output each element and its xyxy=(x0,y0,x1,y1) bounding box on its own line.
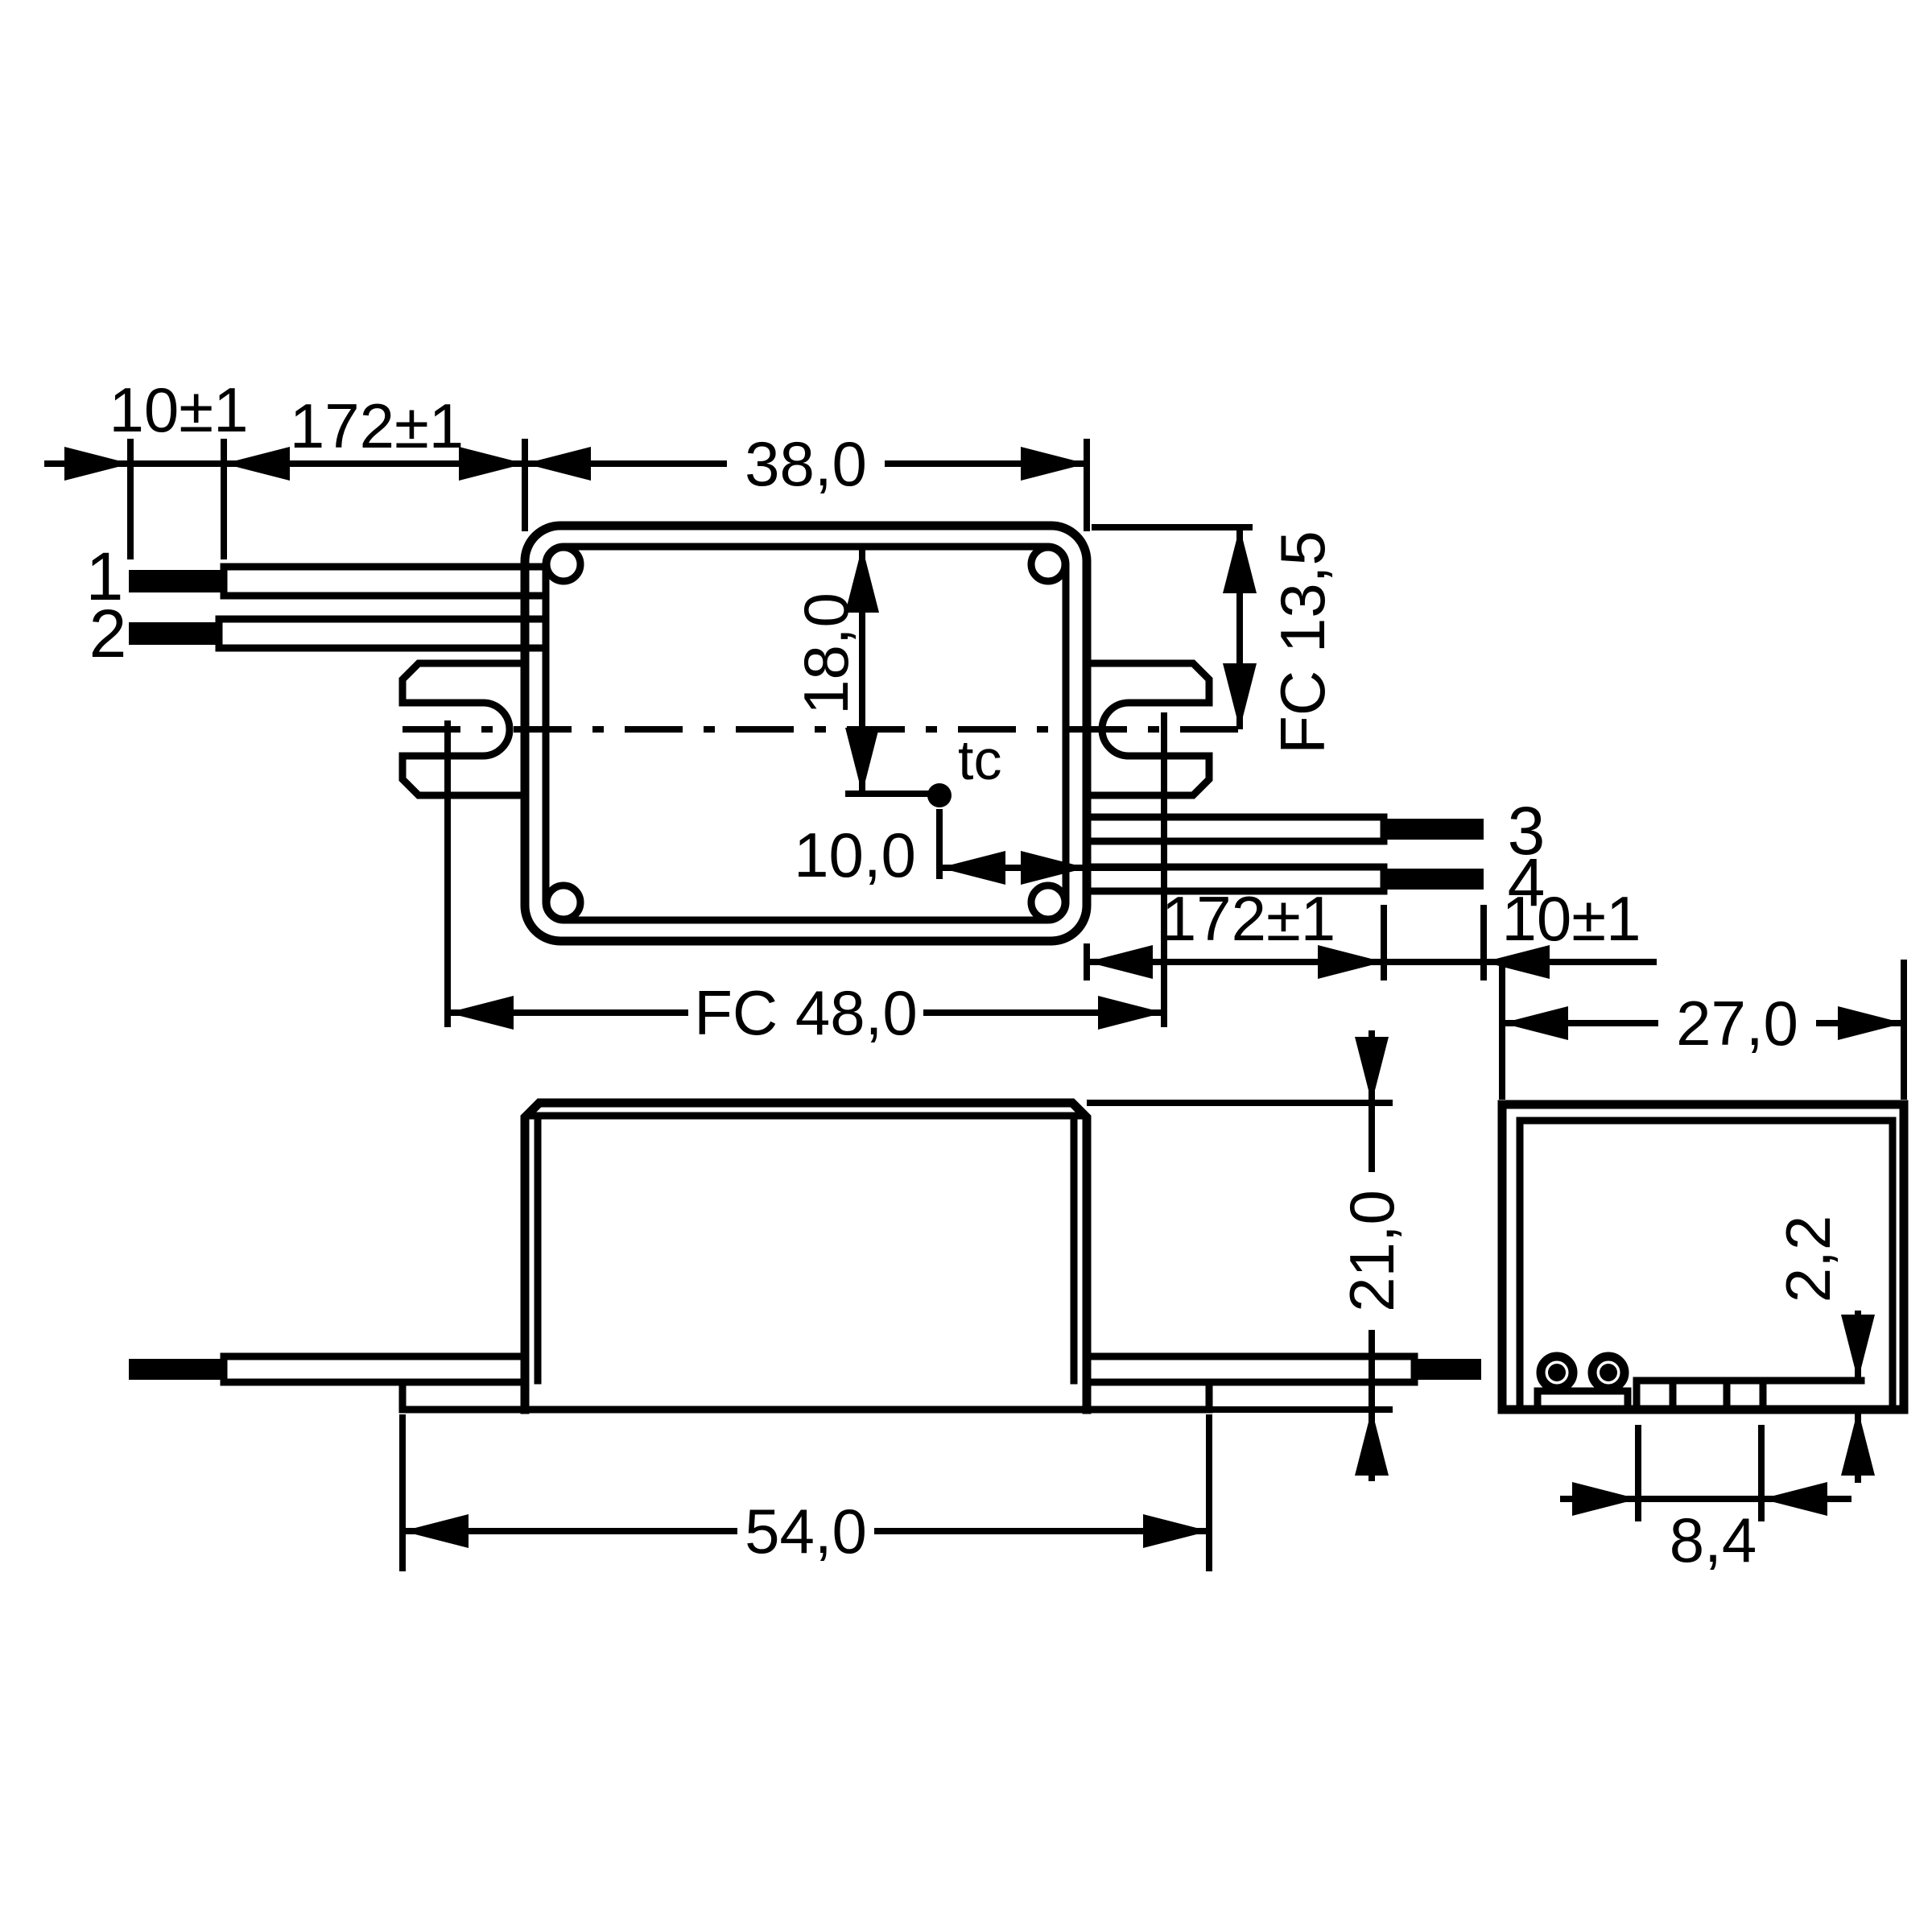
tc-point: tc xyxy=(845,729,1001,879)
dim-label-fc-centers: FC 48,0 xyxy=(694,977,917,1048)
end-inner-wall xyxy=(1516,1117,1897,1414)
dim-label-tc-from-top: 18,0 xyxy=(791,592,861,715)
arrowhead xyxy=(1143,1514,1209,1548)
body-outline-side xyxy=(520,1098,1092,1414)
wire-core-right xyxy=(1600,1364,1617,1381)
side-wire-left xyxy=(129,1352,529,1386)
corner-boss-bottom-right xyxy=(1027,881,1069,923)
arrowhead xyxy=(1355,1037,1389,1103)
arrowhead xyxy=(1572,1482,1638,1516)
wire-1-label: 1 xyxy=(86,539,124,614)
wire-3: 3 xyxy=(1084,793,1546,869)
arrowhead xyxy=(1838,1006,1904,1040)
wire-core-left xyxy=(1548,1364,1566,1381)
wire-4-stripped-tip xyxy=(1384,869,1484,890)
side-wire-left-tip xyxy=(129,1359,224,1380)
body-outer-outline xyxy=(520,521,1092,946)
wire-4: 4 xyxy=(1084,844,1546,920)
arrowhead xyxy=(1223,663,1257,729)
side-wire-right-insulation xyxy=(1083,1352,1418,1386)
dim-label-strip-right: 10±1 xyxy=(1502,883,1641,954)
arrowhead xyxy=(1841,1410,1875,1476)
arrowhead xyxy=(402,1514,469,1548)
arrowhead xyxy=(224,447,290,481)
body-inner-outline xyxy=(542,543,1070,924)
mounting-tab-left xyxy=(398,659,529,799)
arrowhead xyxy=(1021,851,1087,885)
side-wire-left-insulation xyxy=(220,1352,529,1386)
dim-label-lead-left: 172±1 xyxy=(290,390,464,461)
side-view: 21,0 54,0 xyxy=(129,1030,1481,1571)
dim-label-flange-length: 54,0 xyxy=(745,1496,867,1567)
side-wire-right-tip xyxy=(1414,1359,1481,1380)
tc-label: tc xyxy=(958,729,1001,791)
dim-label-lead-right: 172±1 xyxy=(1162,883,1335,954)
end-view: 27,0 2,2 8,4 xyxy=(1497,960,1909,1575)
side-wire-right xyxy=(1083,1352,1481,1386)
dim-row-right-wires: 172±1 10±1 xyxy=(1084,883,1657,980)
arrowhead xyxy=(1484,945,1550,979)
device-body-side xyxy=(398,1098,1213,1414)
device-body-top xyxy=(520,521,1092,946)
arrowhead xyxy=(1841,1315,1875,1381)
corner-boss-top-right xyxy=(1027,543,1069,585)
arrowhead xyxy=(845,547,879,613)
wire-2-insulation xyxy=(215,615,545,652)
corner-boss-top-left xyxy=(543,543,584,585)
wire-1-stripped-tip xyxy=(129,570,224,592)
top-view: 1 2 3 4 tc xyxy=(44,374,1657,1048)
wire-1-insulation xyxy=(220,563,545,600)
terminal-block xyxy=(1633,1377,1767,1414)
dim-terminal-step-height: 2,2 xyxy=(1773,1216,1875,1483)
dim-label-body-width: 38,0 xyxy=(745,428,867,499)
dim-fc-height: FC 13,5 xyxy=(1092,524,1338,754)
wire-1: 1 xyxy=(86,539,545,614)
dim-end-width: 27,0 xyxy=(1499,960,1907,1100)
dim-label-tc-from-right: 10,0 xyxy=(794,819,916,890)
arrowhead xyxy=(1502,1006,1568,1040)
arrowhead xyxy=(1355,1410,1389,1476)
dim-label-terminal-step-height: 2,2 xyxy=(1773,1216,1843,1302)
arrowhead xyxy=(1761,1482,1827,1516)
dim-fc-centers: FC 48,0 xyxy=(444,712,1167,1048)
wire-3-label: 3 xyxy=(1508,793,1546,869)
arrowhead xyxy=(448,996,514,1030)
arrowhead xyxy=(845,728,879,794)
wire-2-stripped-tip xyxy=(129,622,219,645)
dim-label-terminal-block-width: 8,4 xyxy=(1670,1505,1757,1575)
arrowhead xyxy=(1223,527,1257,593)
end-outline xyxy=(1497,1100,1909,1414)
dim-row-top: 10±1 172±1 38,0 xyxy=(44,374,1090,559)
dim-tc-from-top: 18,0 xyxy=(791,547,879,794)
wire-3-insulation xyxy=(1084,813,1388,845)
wire-2: 2 xyxy=(89,596,545,671)
arrowhead xyxy=(525,447,591,481)
tc-dot xyxy=(927,783,952,807)
dim-label-fc-height: FC 13,5 xyxy=(1267,530,1338,753)
dim-label-strip-left: 10±1 xyxy=(109,374,249,445)
dim-height: 21,0 xyxy=(1087,1030,1407,1481)
dim-label-end-width: 27,0 xyxy=(1676,988,1798,1059)
dim-tc-from-right: 10,0 xyxy=(794,819,1166,890)
dim-label-height: 21,0 xyxy=(1336,1190,1407,1312)
wire-4-label: 4 xyxy=(1508,844,1546,920)
arrowhead xyxy=(1021,447,1087,481)
arrowhead xyxy=(459,447,525,481)
arrowhead xyxy=(64,447,130,481)
arrowhead xyxy=(1098,996,1164,1030)
wire-3-stripped-tip xyxy=(1384,819,1484,840)
arrowhead xyxy=(1087,945,1153,979)
dim-flange-length: 54,0 xyxy=(399,1414,1212,1571)
wire-2-label: 2 xyxy=(89,596,127,671)
arrowhead xyxy=(939,851,1005,885)
device-body-end xyxy=(1497,1100,1909,1414)
dim-terminal-block-width: 8,4 xyxy=(1560,1425,1852,1575)
wire-saddle xyxy=(1534,1387,1632,1414)
arrowhead xyxy=(1318,945,1384,979)
corner-boss-bottom-left xyxy=(543,881,584,923)
